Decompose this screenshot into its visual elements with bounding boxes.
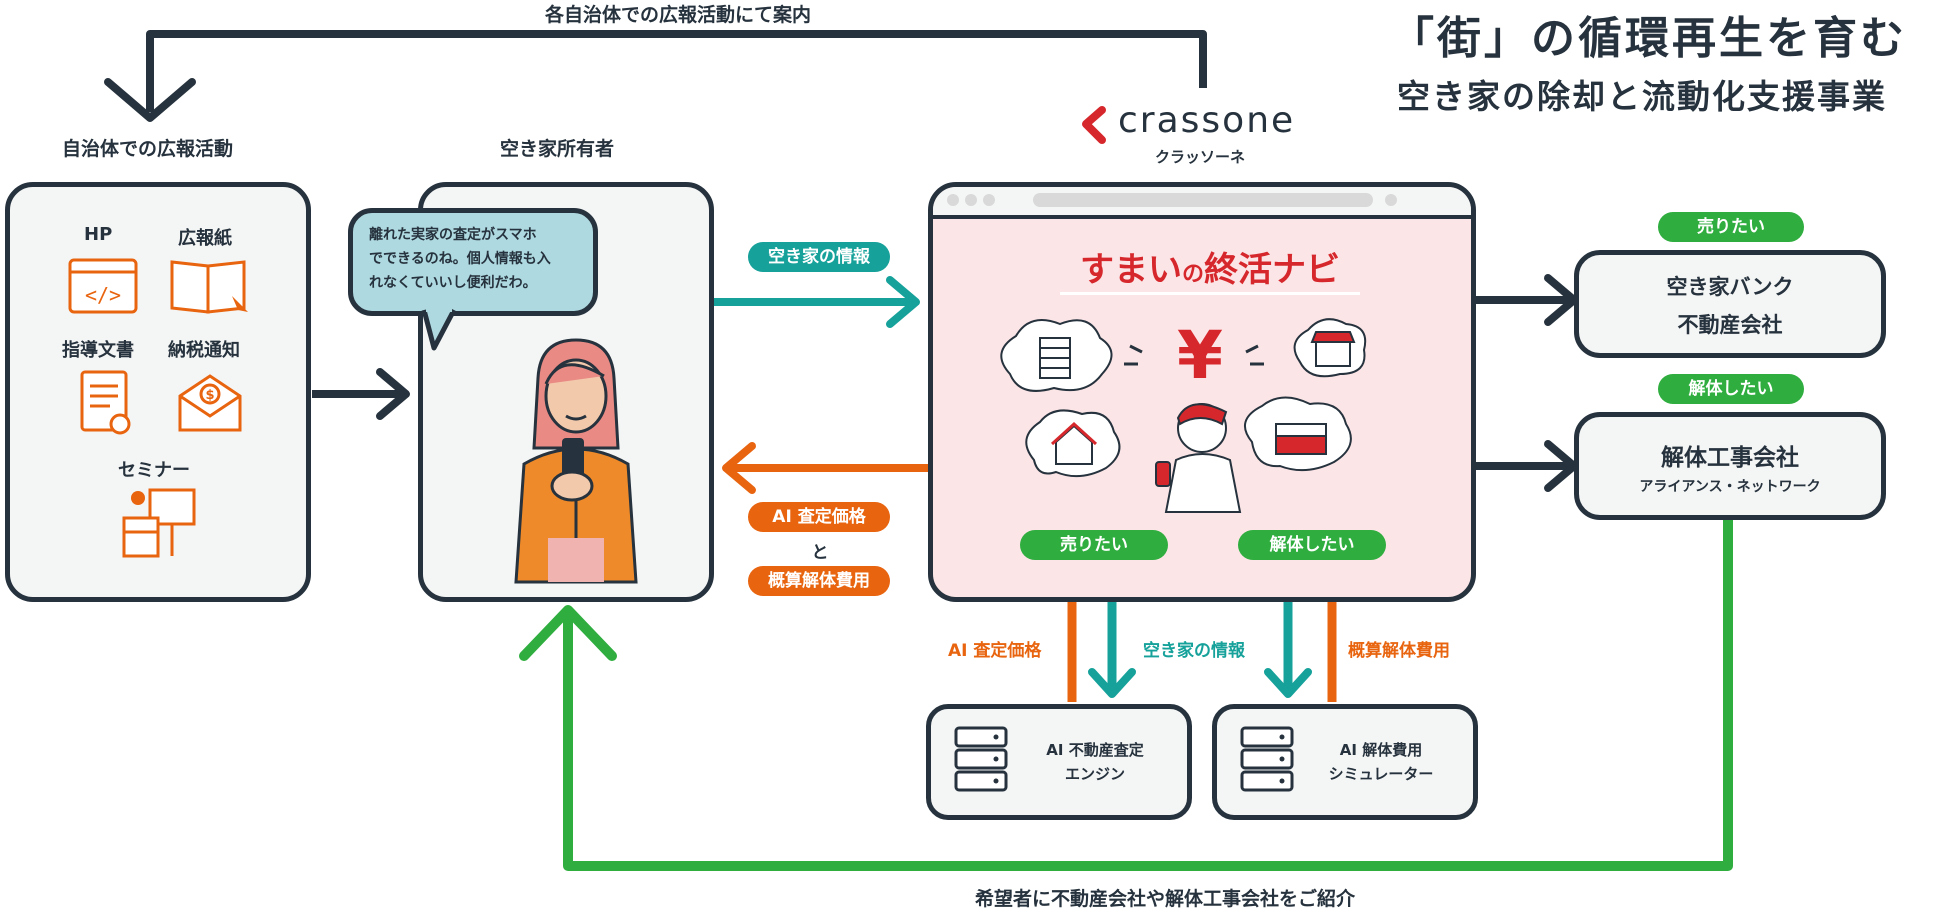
brand-kana: クラッソーネ: [1154, 148, 1245, 166]
svg-text:</>: </>: [85, 283, 121, 307]
newsletter-icon: [170, 260, 248, 314]
address-bar: [1033, 193, 1373, 207]
header-subtitle: 空き家の除却と流動化支援事業: [1397, 77, 1887, 116]
server-icon: [1240, 726, 1294, 792]
speech-line-1: 離れた実家の査定がスマホ: [369, 227, 537, 243]
speech-bubble-tail: [421, 306, 457, 351]
app-demolish-button[interactable]: 解体したい: [1238, 530, 1386, 560]
house-icon: [1050, 421, 1098, 465]
speech-line-2: でできるのね。個人情報も入: [369, 251, 551, 267]
real-estate-line-1: 空き家バンク: [1666, 275, 1794, 299]
app-title-big: すまい: [1079, 250, 1182, 290]
municipality-title: 自治体での広報活動: [62, 138, 234, 160]
info-to-app-tag: 空き家の情報: [748, 242, 890, 272]
window-dot-2: [965, 194, 977, 206]
real-estate-partner-box: [1574, 250, 1886, 358]
browser-toolbar: [933, 187, 1471, 219]
speech-line-3: れなくていいし便利だわ。: [369, 275, 537, 291]
shop-icon: [1310, 331, 1356, 367]
hp-icon: </>: [68, 258, 138, 314]
window-dot-3: [983, 194, 995, 206]
top-flow-label: 各自治体での広報活動にて案内: [545, 4, 812, 26]
ai-valuation-tag: AI 査定価格: [748, 502, 890, 532]
app-title-no: の: [1181, 262, 1204, 287]
partner-demolish-tag: 解体したい: [1658, 374, 1804, 404]
real-estate-line-2: 不動産会社: [1677, 313, 1783, 337]
brand-logo: crassone: [1118, 100, 1296, 141]
seminar-label: セミナー: [118, 460, 190, 481]
window-dot-1: [947, 194, 959, 206]
app-sell-button[interactable]: 売りたい: [1020, 530, 1168, 560]
window-dot-4: [1385, 194, 1397, 206]
valuation-engine-line-2: エンジン: [1064, 765, 1125, 783]
app-title-underline: [1060, 292, 1360, 295]
demolition-simulator-label: AI 解体費用 シミュレーター: [1306, 738, 1456, 786]
hp-label: HP: [84, 224, 113, 245]
demolition-partner-sub: アライアンス・ネットワーク: [1639, 479, 1821, 495]
down-cost-label: 概算解体費用: [1348, 641, 1450, 661]
yen-symbol: ¥: [1177, 317, 1223, 394]
demolition-partner-box: [1574, 412, 1886, 520]
and-label: と: [811, 543, 829, 563]
tax-notice-label: 納税通知: [168, 340, 240, 361]
owner-woman-illustration: [514, 338, 638, 584]
owner-title: 空き家所有者: [500, 138, 615, 160]
seminar-icon: [122, 488, 196, 558]
app-title: すまいの終活ナビ: [1060, 242, 1360, 291]
demolition-simulator-line-2: シミュレーター: [1328, 765, 1434, 783]
down-valuation-label: AI 査定価格: [948, 641, 1042, 661]
valuation-engine-line-1: AI 不動産査定: [1046, 741, 1144, 759]
tax-envelope-icon: $: [178, 374, 242, 432]
man-illustration: [1155, 403, 1242, 513]
document-icon: [80, 370, 131, 435]
svg-text:$: $: [205, 388, 214, 403]
partner-sell-tag: 売りたい: [1658, 212, 1804, 242]
server-icon: [954, 726, 1008, 792]
speech-bubble: 離れた実家の査定がスマホ でできるのね。個人情報も入 れなくていいし便利だわ。: [348, 208, 598, 316]
app-title-rest: 終活ナビ: [1204, 250, 1340, 290]
header-title: 「街」の循環再生を育む: [1390, 13, 1907, 64]
arrow-owner-to-app: [714, 276, 920, 328]
bulldozer-icon: [1275, 423, 1327, 455]
guidance-doc-label: 指導文書: [62, 340, 134, 361]
demolition-cost-tag: 概算解体費用: [748, 566, 890, 596]
crassone-logo-icon: [1082, 106, 1106, 144]
app-illustration: ¥: [1000, 317, 1367, 513]
arrow-app-to-partners: [1476, 274, 1578, 492]
building-icon: [1039, 337, 1071, 379]
real-estate-partner-label: 空き家バンク 不動産会社: [1574, 268, 1886, 344]
bottom-flow-label: 希望者に不動産会社や解体工事会社をご紹介: [975, 888, 1356, 910]
demolition-partner-title: 解体工事会社: [1661, 445, 1799, 471]
down-info-label: 空き家の情報: [1143, 641, 1245, 661]
demolition-simulator-line-1: AI 解体費用: [1339, 741, 1423, 759]
arrow-municipality-to-owner: [312, 368, 410, 420]
valuation-engine-label: AI 不動産査定 エンジン: [1020, 738, 1170, 786]
arrow-app-to-owner: [722, 442, 928, 494]
newsletter-label: 広報紙: [178, 228, 232, 249]
